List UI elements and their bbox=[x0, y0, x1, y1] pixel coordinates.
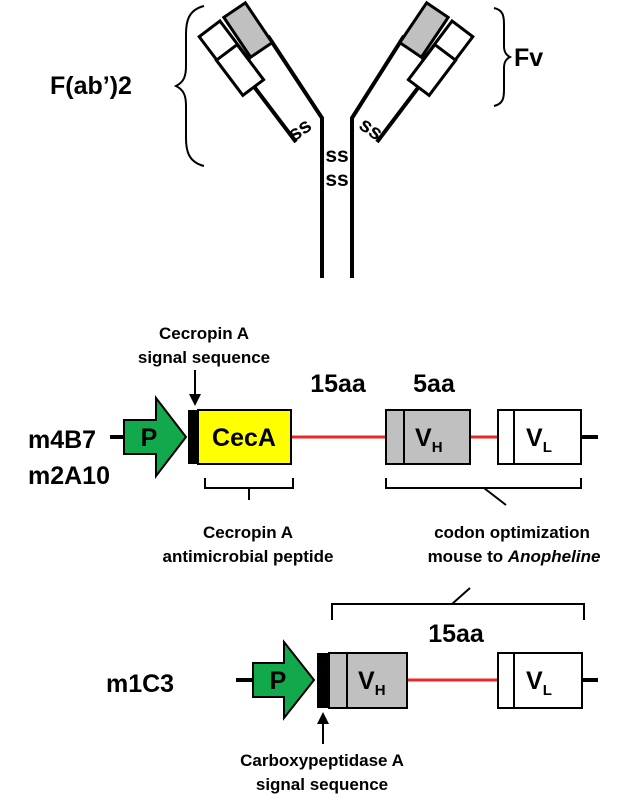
vl-box-2 bbox=[497, 652, 583, 709]
fab-label: F(ab’)2 bbox=[50, 72, 132, 100]
heavy-chain-left bbox=[266, 34, 324, 278]
amp-label-line1: Cecropin A bbox=[203, 523, 293, 542]
codon-label-line1: codon optimization bbox=[434, 523, 590, 542]
vl-label-2-sub: L bbox=[543, 682, 552, 699]
ceca-label: CecA bbox=[212, 424, 276, 452]
construct2-bracket-stem bbox=[451, 587, 471, 605]
ss-label-center-1: ss bbox=[325, 144, 348, 167]
vl-label-2: VL bbox=[526, 667, 552, 699]
vh-label-2-sub: H bbox=[375, 682, 386, 699]
signal-arrow-1-head bbox=[189, 394, 201, 406]
fab-brace bbox=[173, 5, 205, 167]
ceca-box bbox=[197, 409, 292, 465]
ss-label-right: ss bbox=[355, 113, 387, 145]
vl-label-1-sub: L bbox=[543, 439, 552, 456]
vl-label-1-main: V bbox=[526, 424, 543, 452]
construct1-name-1: m4B7 bbox=[28, 426, 96, 454]
codon-label-line2: mouse to Anopheline bbox=[428, 547, 601, 566]
vh-label-1: VH bbox=[415, 424, 443, 456]
vh-label-2-main: V bbox=[358, 667, 375, 695]
signal-sequence-1 bbox=[188, 410, 198, 464]
light-constant-domain-left bbox=[214, 42, 266, 98]
vl-label-2-main: V bbox=[526, 667, 543, 695]
heavy-chain-right bbox=[350, 34, 406, 278]
construct2-bracket bbox=[331, 603, 585, 620]
signal-arrow-2-head bbox=[317, 712, 329, 724]
codon-label-prefix: mouse to bbox=[428, 547, 508, 566]
codon-bracket bbox=[385, 478, 582, 489]
heavy-variable-domain-left bbox=[221, 0, 275, 60]
amp-label-line2: antimicrobial peptide bbox=[163, 547, 334, 566]
signal-label-2-line1: Carboxypeptidase A bbox=[240, 751, 404, 770]
promoter-label-1: P bbox=[141, 424, 158, 452]
signal-label-1-line1: Cecropin A bbox=[159, 324, 249, 343]
vh-box-1 bbox=[385, 409, 471, 465]
vl-box-1 bbox=[497, 409, 582, 465]
construct1-name-2: m2A10 bbox=[28, 462, 110, 490]
vh-label-1-main: V bbox=[415, 424, 432, 452]
linker-5aa-label-1: 5aa bbox=[413, 370, 456, 398]
signal-sequence-2 bbox=[317, 653, 329, 708]
fv-label: Fv bbox=[514, 44, 543, 72]
codon-bracket-stem bbox=[483, 487, 507, 506]
vh-label-1-sub: H bbox=[432, 439, 443, 456]
heavy-variable-domain-right bbox=[397, 0, 451, 60]
linker-15aa-label-2: 15aa bbox=[428, 620, 485, 648]
promoter-label-2: P bbox=[270, 667, 287, 695]
light-constant-domain-right bbox=[406, 42, 458, 98]
antibody-domains bbox=[197, 0, 475, 98]
linker-15aa-label-1: 15aa bbox=[310, 370, 367, 398]
vh-label-2: VH bbox=[358, 667, 386, 699]
codon-label-italic: Anopheline bbox=[507, 547, 601, 566]
vl-label-1: VL bbox=[526, 424, 552, 456]
promoter-arrow-1 bbox=[123, 395, 188, 479]
fv-brace bbox=[493, 7, 513, 107]
promoter-arrow-2 bbox=[252, 639, 316, 721]
ss-label-left: ss bbox=[284, 114, 316, 146]
construct2-name: m1C3 bbox=[106, 670, 174, 698]
amp-bracket bbox=[204, 478, 294, 489]
vh-box-2 bbox=[328, 652, 408, 709]
ss-label-center-2: ss bbox=[325, 168, 348, 191]
signal-label-1-line2: signal sequence bbox=[138, 348, 270, 367]
signal-label-2-line2: signal sequence bbox=[256, 775, 388, 794]
